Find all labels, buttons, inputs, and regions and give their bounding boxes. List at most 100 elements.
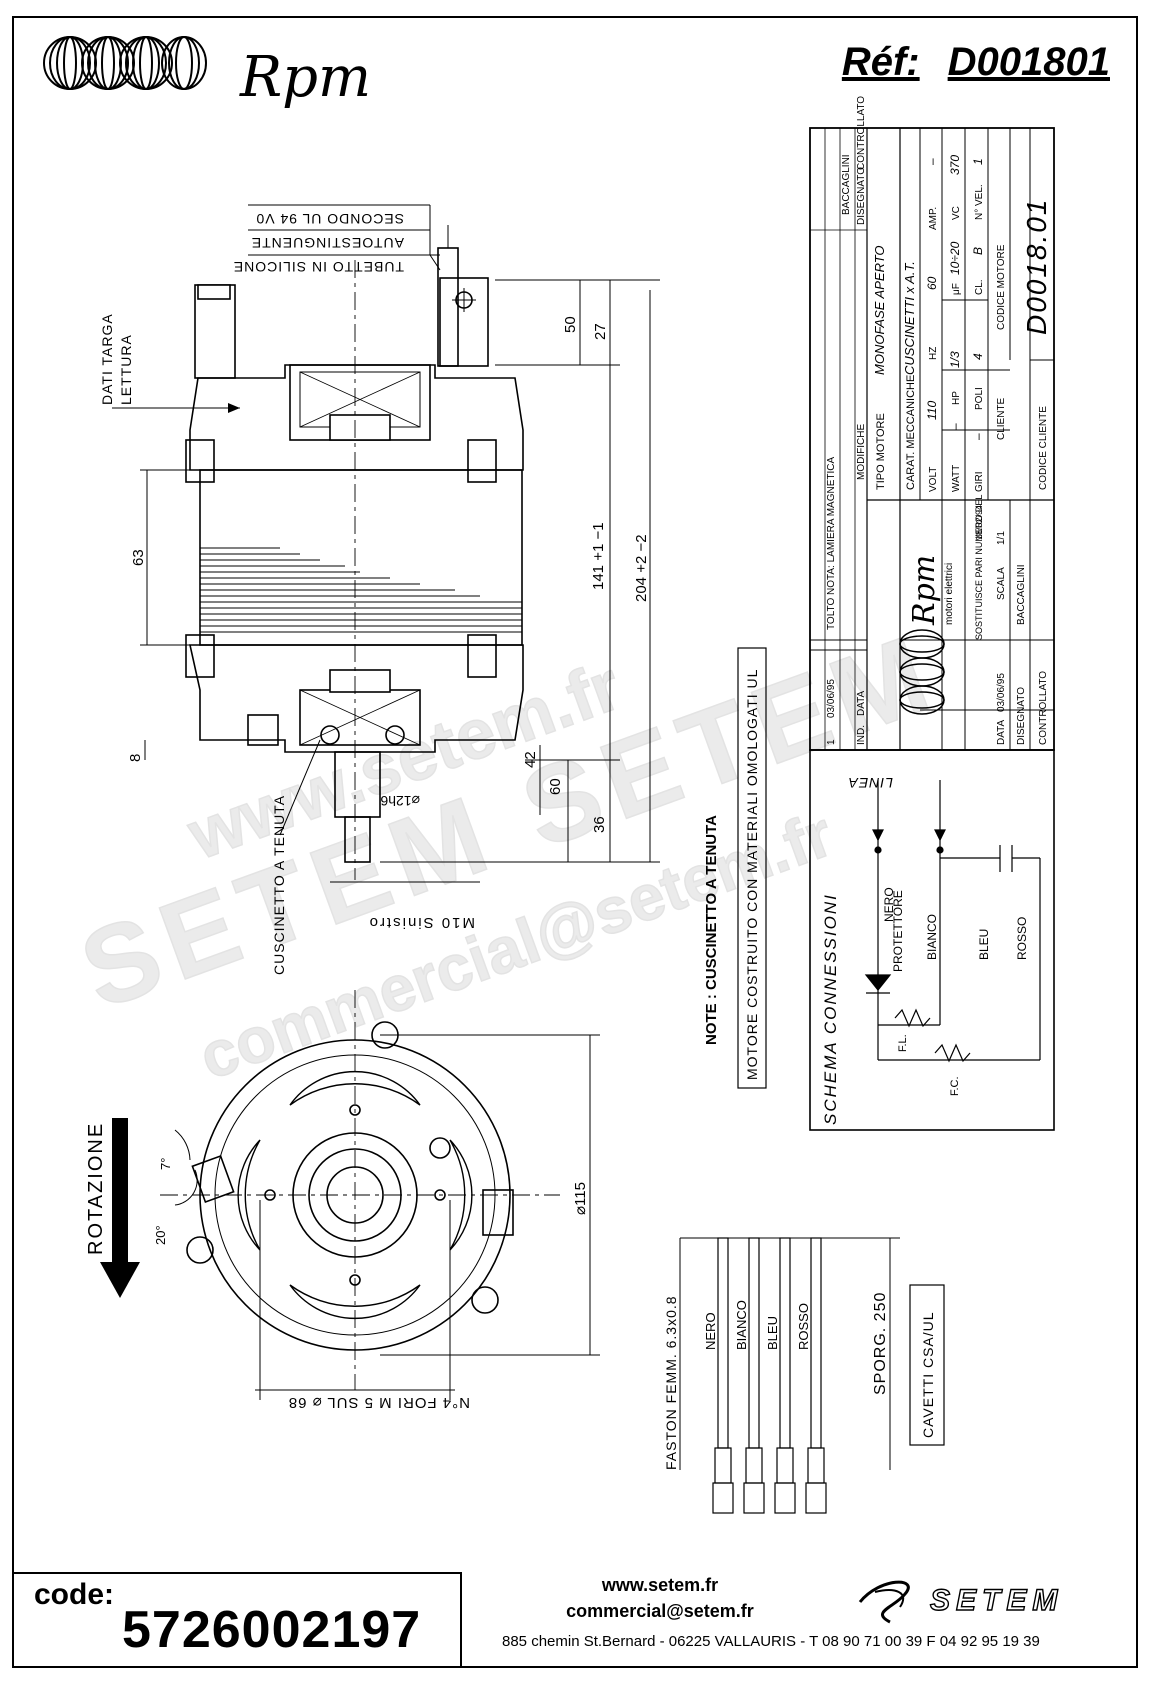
wire-bleu [774, 1237, 796, 1514]
schema-bleu: BLEU [977, 929, 991, 960]
callout-tubetto: TUBETTO IN SILICONE [233, 259, 404, 275]
stator-core [199, 469, 523, 646]
wire-label-bleu: BLEU [765, 1316, 780, 1350]
wire-rosso [805, 1237, 827, 1514]
rotazione-label: ROTAZIONE [85, 1122, 107, 1255]
cavetti-label: CAVETTI CSA/UL [920, 1311, 936, 1438]
carat-value: CUSCINETTI x A.T. [902, 261, 917, 375]
disegnato-label: DISEGNATO [1016, 687, 1027, 745]
fixing-screw [247, 714, 279, 746]
wire-nero [712, 1237, 734, 1514]
dati-targa-label: DATI TARGA [99, 313, 115, 405]
vent-slot-left [237, 1139, 261, 1251]
rotation-indicator: ROTAZIONE [85, 1118, 140, 1298]
cl-label: CL. [974, 279, 985, 295]
note-cuscinetto: NOTE : CUSCINETTO A TENUTA [703, 815, 720, 1045]
footer-email[interactable]: commercial@setem.fr [566, 1601, 754, 1621]
carat-label: CARAT. MECCANICHE [905, 375, 917, 490]
wire-label-bianco: BIANCO [734, 1300, 749, 1350]
tb-brand: Rpm [907, 555, 942, 626]
dim-42: 42 [522, 751, 539, 768]
dim-7: 7° [158, 1158, 173, 1170]
faston-label: FASTON FEMM. 6.3x0.8 [663, 1295, 679, 1470]
data-row-value: 03/06/95 [996, 673, 1007, 712]
disegnato-value: BACCAGLINI [1016, 564, 1027, 625]
thread-label: M10 Sinistro [368, 914, 475, 931]
amp-value: – [925, 158, 939, 165]
mount-screw-right [471, 1286, 499, 1314]
wire-set [679, 1237, 900, 1514]
dim-60: 60 [547, 778, 564, 795]
callout-ul94: SECONDO UL 94 V0 [255, 211, 404, 227]
lower-bearing-cross [299, 689, 421, 746]
setem-logo: SETEM [850, 1572, 1110, 1628]
motor-end-view [160, 990, 560, 1390]
controllato-header: CONTROLLATO [856, 96, 867, 170]
setem-swirl-icon: SETEM [858, 1580, 1058, 1624]
ul-note-box [737, 647, 767, 1089]
schema-title: SCHEMA CONNESSIONI [821, 893, 840, 1125]
cavetti-box [909, 1284, 945, 1446]
baccaglini-header: BACCAGLINI [841, 154, 852, 215]
ref-value: D001801 [947, 40, 1110, 84]
lower-bearing-cap [329, 669, 391, 693]
modifiche-label: MODIFICHE [856, 424, 867, 480]
lettura-label: LETTURA [118, 334, 134, 405]
title-block-texts: 1 03/06/95 IND. DATA TOLTO NOTA: LAMIERA… [826, 96, 1052, 745]
code-value: 5726002197 [122, 1601, 422, 1659]
hp-value: 1/3 [948, 351, 962, 368]
vent-slot-right [449, 1139, 473, 1251]
shaft-thread [344, 816, 371, 863]
dim-204: 204 +2 −2 [633, 534, 650, 602]
hole-top [349, 1104, 361, 1116]
codice-motore-label: CODICE MOTORE [996, 244, 1007, 330]
rev-text: TOLTO NOTA: LAMIERA MAGNETICA [826, 456, 837, 630]
nvel-label: N° VEL. [974, 184, 985, 220]
holes-label: N°4 FORI M 5 SUL ⌀ 68 [288, 1394, 470, 1411]
watt-value: – [948, 423, 962, 430]
end-view-dims [174, 1034, 600, 1400]
scala-label: SCALA [996, 567, 1007, 600]
footer-website[interactable]: www.setem.fr [601, 1575, 719, 1595]
tipo-motore-label: TIPO MOTORE [875, 413, 887, 490]
lug-bottom-right [467, 634, 497, 678]
lug-bottom-left [185, 634, 215, 678]
terminal-block [439, 277, 489, 367]
seal-right [385, 725, 405, 745]
uf-label: μF [951, 283, 962, 295]
schema-bianco: BIANCO [925, 914, 939, 960]
uf-value: 10÷20 [948, 241, 962, 275]
watt-label: WATT [951, 465, 962, 492]
vent-slot-top [289, 1071, 421, 1106]
motor-side-view [185, 225, 524, 880]
upper-bearing-cross [299, 371, 421, 428]
poli-value: 4 [971, 353, 985, 360]
connection-schema: SCHEMA CONNESSIONI LINEA NERO PROTETTORE… [809, 749, 1055, 1131]
code-box [14, 1572, 462, 1667]
rpm-logo: Rpm [40, 28, 371, 106]
mount-screw-left [186, 1236, 214, 1264]
schema-rosso: ROSSO [1015, 917, 1029, 960]
vc-label: VC [951, 206, 962, 220]
amp-label: AMP. [928, 207, 939, 230]
tube-callout: TUBETTO IN SILICONE AUTOESTINGUENTE SECO… [233, 204, 441, 275]
wire-bianco [743, 1237, 765, 1514]
coil-logo-icon [43, 36, 207, 90]
hp-label: HP [951, 391, 962, 405]
lamination-lines [200, 547, 522, 633]
vent-slot-bottom [289, 1284, 421, 1319]
cuscinetto-label: CUSCINETTO A TENUTA [271, 795, 287, 975]
ref-label: Réf: [841, 40, 920, 84]
code-label: code: [34, 1578, 115, 1611]
title-block [809, 127, 1055, 751]
ul-note: MOTORE COSTRUITO CON MATERIALI OMOLOGATI… [744, 669, 760, 1080]
lug-top-right [467, 439, 497, 483]
rev-date: 03/06/95 [826, 679, 837, 718]
poli-label: POLI [974, 387, 985, 410]
volt-value: 110 [925, 401, 939, 420]
tb-brand-sub: motori elettrici [944, 563, 955, 625]
hz-value: 60 [925, 276, 939, 290]
sostituisce-label: SOSTITUISCE PARI NUMERO DEL [974, 495, 984, 640]
schema-fc: F.C. [949, 1076, 961, 1096]
